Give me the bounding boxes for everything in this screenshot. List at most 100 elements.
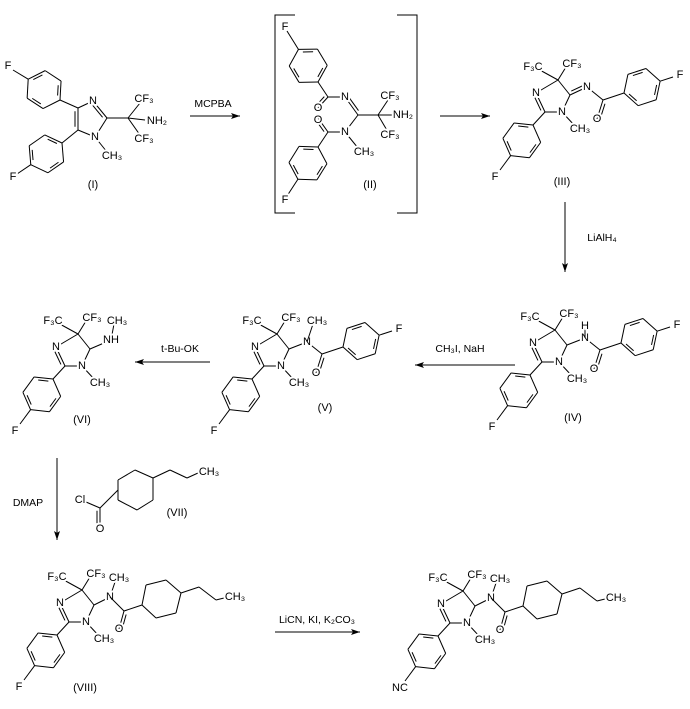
bond <box>16 164 32 175</box>
ring-bond <box>288 49 299 67</box>
ring-bond <box>645 68 661 82</box>
n3-label: N <box>532 87 540 99</box>
ring-bond <box>221 392 231 410</box>
bond <box>554 329 568 346</box>
double-bond-inner <box>531 346 539 361</box>
double-bond-inner <box>319 357 325 372</box>
f-label: F <box>5 60 12 72</box>
benzoyl-f-label: F <box>396 323 403 335</box>
cf3-label: CF₃ <box>562 58 581 70</box>
ring-inner-bond <box>42 635 53 638</box>
bond <box>85 604 95 623</box>
ring-bond <box>502 122 515 139</box>
carbonyl-o-label: O <box>314 102 323 114</box>
arrow-head-icon <box>481 113 490 119</box>
ring-bond <box>248 396 261 413</box>
bond <box>490 597 506 613</box>
ring-bond <box>529 374 539 393</box>
carbonyl-o-label: O <box>312 367 321 379</box>
reagent-dmap: DMAP <box>13 497 43 509</box>
ring-bond <box>44 134 63 144</box>
cyclohexane-bond <box>175 592 182 614</box>
double-bond-inner <box>597 353 603 368</box>
ring-inner-bond <box>351 325 362 331</box>
f3c-label: F₃C <box>242 315 261 327</box>
bond <box>404 666 416 682</box>
n-methyl-label: CH₃ <box>475 634 495 646</box>
bond <box>123 604 143 612</box>
n3-label: N <box>437 598 445 610</box>
bond <box>19 409 31 425</box>
bond <box>440 590 464 605</box>
bond <box>656 326 671 332</box>
ring-bond <box>28 134 46 147</box>
bond <box>537 68 559 81</box>
bond <box>254 333 278 348</box>
double-bond-inner <box>439 607 447 622</box>
carbonyl-o-label: O <box>593 113 602 125</box>
carbonyl-o-label: O <box>314 114 323 126</box>
bond <box>81 589 95 606</box>
bond <box>81 365 96 381</box>
ring-inner-bond <box>423 636 434 639</box>
cyclohexane-bond <box>117 469 136 481</box>
bond <box>61 129 79 144</box>
ring-inner-bond <box>293 68 300 78</box>
ring-bond <box>419 633 439 637</box>
bond <box>127 117 146 121</box>
amine-nh-label: NH <box>103 334 119 346</box>
ring-bond <box>288 146 300 163</box>
ring-bond <box>298 145 319 148</box>
bond <box>89 339 112 350</box>
ring-inner-bond <box>237 379 248 382</box>
cyclohexane-bond <box>145 579 167 586</box>
n1-label: N <box>82 616 90 628</box>
ring-inner-bond <box>26 395 32 405</box>
ring-inner-bond <box>529 144 537 153</box>
ring-bond <box>34 376 54 380</box>
bond <box>280 348 290 367</box>
bond <box>81 348 91 367</box>
ring-bond <box>317 146 328 164</box>
bond <box>534 318 556 331</box>
f3c-label: F₃C <box>47 571 66 583</box>
ring-inner-bond <box>317 67 324 78</box>
bond <box>557 66 567 81</box>
double-bond-inner <box>54 350 62 365</box>
bond <box>466 622 481 638</box>
ring-bond <box>229 409 249 413</box>
double-bond <box>59 602 70 623</box>
reagent-lialh4: LiAlH₄ <box>587 232 616 244</box>
ring-inner-bond <box>628 93 637 102</box>
compound-number-label: (VII) <box>167 507 188 519</box>
bond <box>561 587 581 595</box>
ring-bond <box>623 92 639 107</box>
double-bond <box>92 100 108 119</box>
arrow-step3 <box>562 202 568 272</box>
bond <box>557 79 571 96</box>
ring-bond <box>22 376 35 393</box>
ring-bond <box>499 388 509 406</box>
n1-label: N <box>277 360 285 372</box>
bond <box>55 333 79 348</box>
n-methyl-label: CH₃ <box>567 373 587 385</box>
ring-inner-bond <box>654 84 658 96</box>
cf3-label: CF₃ <box>86 568 105 580</box>
f-label: F <box>10 171 17 183</box>
ring-inner-bond <box>515 375 526 378</box>
ring-bond <box>407 649 417 667</box>
bond <box>344 114 359 133</box>
ring-bond <box>34 665 54 669</box>
bond <box>504 605 524 613</box>
bond <box>57 322 79 335</box>
compound-number-label: (VIII) <box>73 682 97 694</box>
ring-inner-bond <box>316 165 323 176</box>
compound-number-label: (I) <box>88 179 98 191</box>
propyl-ch3-label: CH₃ <box>606 592 626 604</box>
bond <box>306 341 323 355</box>
bond <box>85 501 101 509</box>
reagent-ch3i-nah: CH₃I, NaH <box>435 343 484 355</box>
cyclohexane-bond <box>136 499 154 511</box>
